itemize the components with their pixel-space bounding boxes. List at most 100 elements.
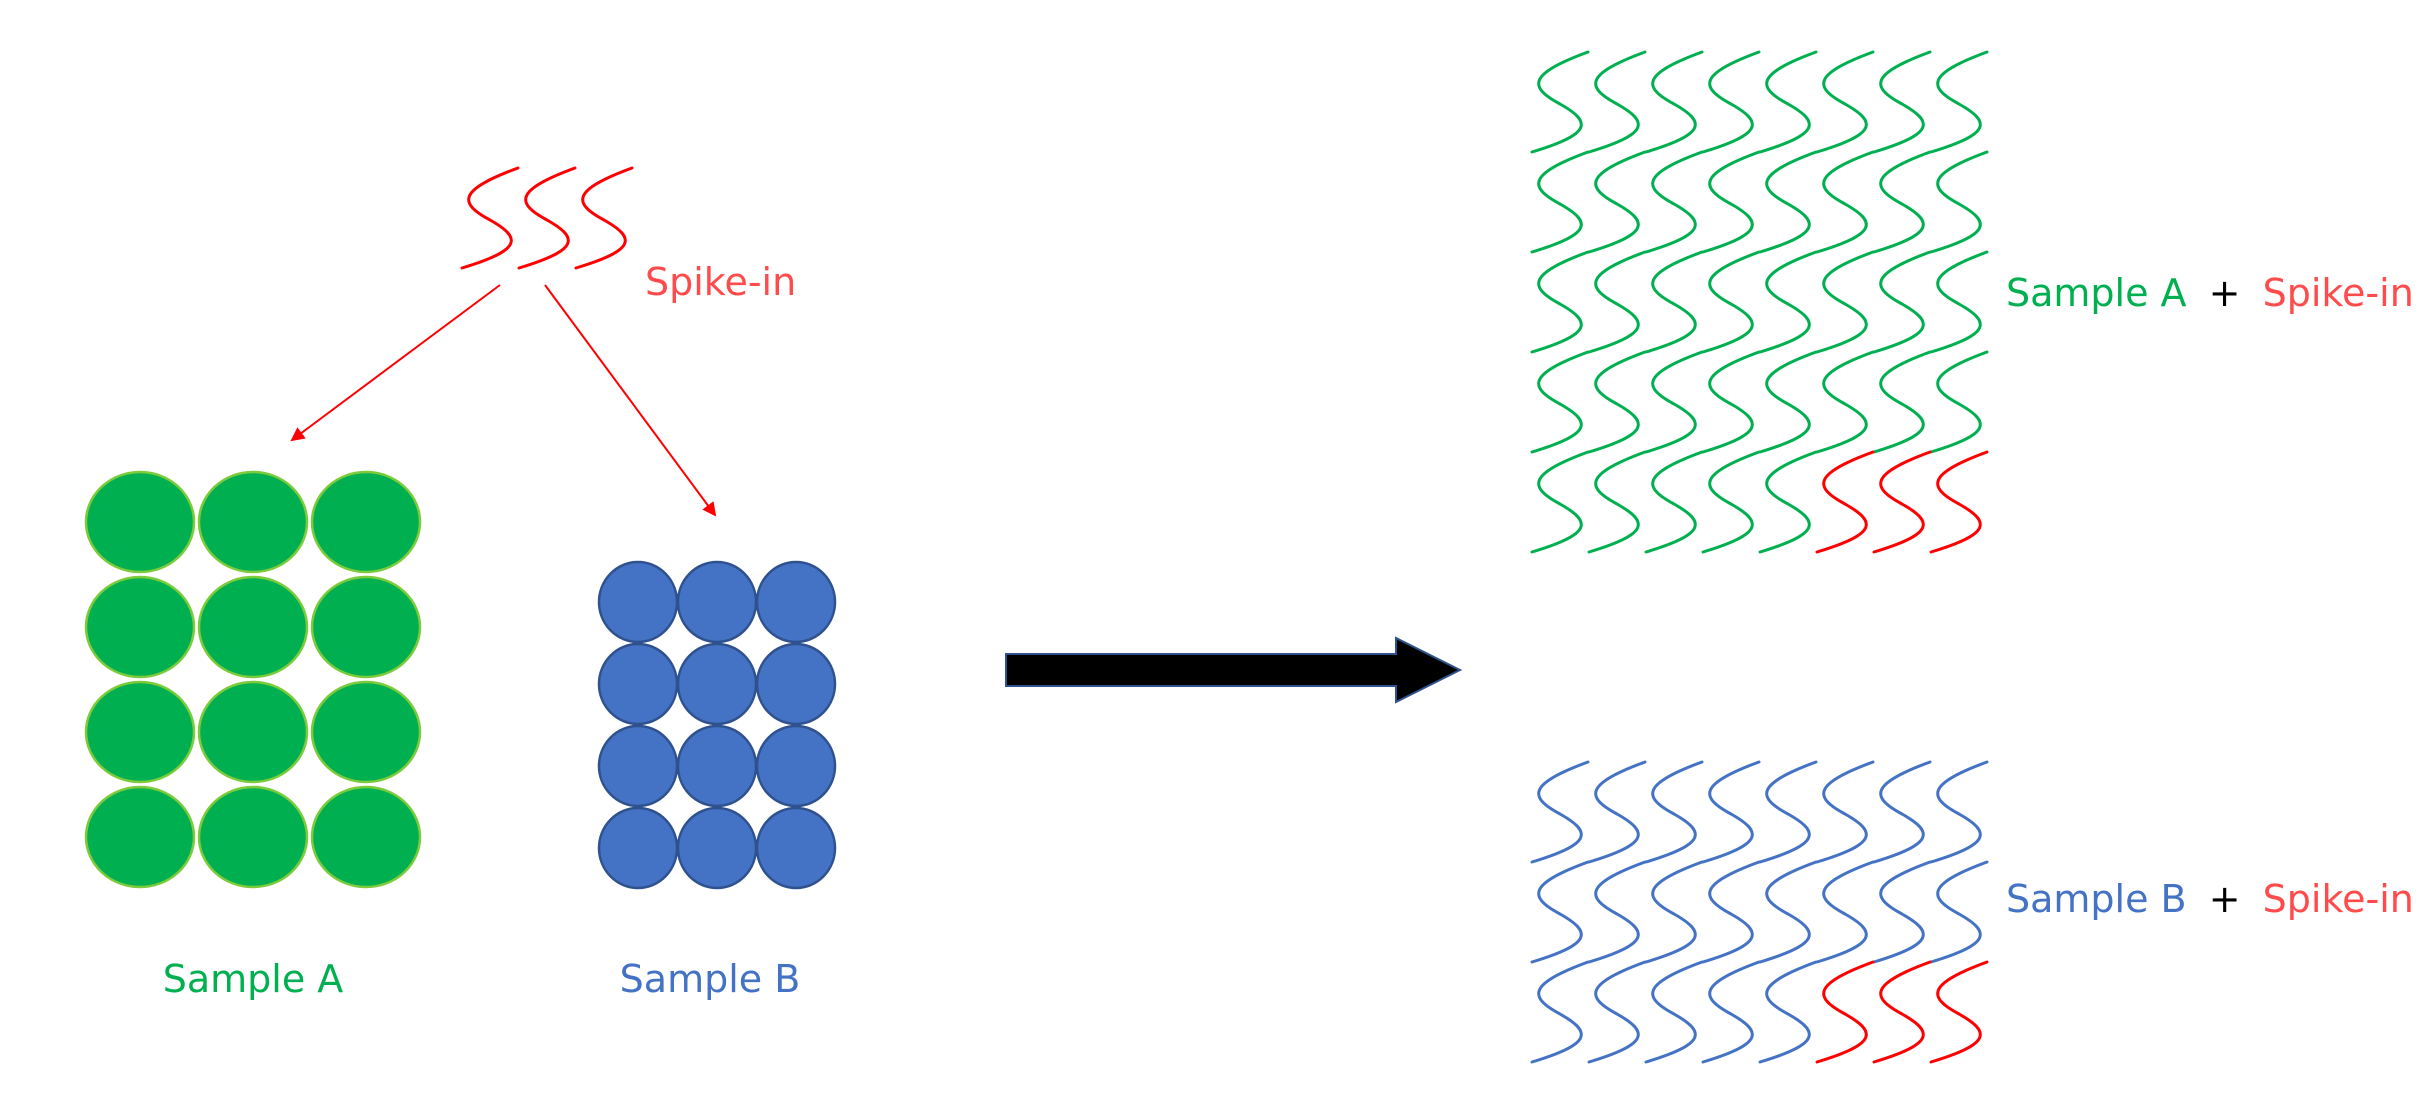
sample-wave-icon [1758, 50, 1818, 154]
sample-wave-icon [1701, 960, 1761, 1064]
sample-wave-icon [1587, 760, 1647, 864]
spike-in-wave-icon [517, 166, 577, 270]
sample-wave-icon [1815, 150, 1875, 254]
sample-wave-icon [1872, 50, 1932, 154]
sample-wave-icon [1701, 150, 1761, 254]
sample-wave-icon [1587, 960, 1647, 1064]
sample-a-cell-icon [310, 470, 422, 574]
sample-wave-icon [1758, 250, 1818, 354]
sample-wave-icon [1872, 760, 1932, 864]
sample-wave-icon [1758, 450, 1818, 554]
spike-in-arrow-to-sample-b [544, 284, 717, 517]
spike-in-arrow-to-sample-a [290, 284, 501, 442]
sample-a-cell-icon [197, 680, 309, 784]
sample-wave-icon [1872, 150, 1932, 254]
sample-wave-icon [1644, 150, 1704, 254]
spike-in-wave-icon [1815, 450, 1875, 554]
spike-in-wave-icon [1929, 450, 1989, 554]
sample-wave-icon [1929, 250, 1989, 354]
sample-wave-icon [1758, 760, 1818, 864]
sample-wave-icon [1758, 150, 1818, 254]
sample-a-cell-icon [310, 575, 422, 679]
sample-b-cell-icon [597, 806, 679, 890]
sample-wave-icon [1701, 450, 1761, 554]
sample-wave-icon [1815, 50, 1875, 154]
sample-wave-icon [1587, 450, 1647, 554]
sample-wave-icon [1929, 760, 1989, 864]
sample-wave-icon [1530, 250, 1590, 354]
sample-wave-icon [1530, 760, 1590, 864]
combined-b-plus: + [2209, 877, 2241, 921]
sample-b-cell-icon [755, 806, 837, 890]
spike-in-wave-icon [1872, 450, 1932, 554]
sample-wave-icon [1758, 960, 1818, 1064]
sample-a-cells [84, 470, 422, 889]
sample-wave-icon [1929, 350, 1989, 454]
sample-b-cell-icon [676, 724, 758, 808]
sample-wave-icon [1701, 50, 1761, 154]
combined-a-sample: Sample A [2006, 271, 2187, 315]
sample-b-plus-spike-in-label: Sample B + Spike-in [2006, 877, 2414, 921]
sample-wave-icon [1929, 50, 1989, 154]
spike-in-label: Spike-in [645, 260, 796, 304]
sample-a-plus-spike-in-waves [1530, 50, 1989, 554]
sample-wave-icon [1701, 760, 1761, 864]
sample-a-cell-icon [197, 470, 309, 574]
sample-wave-icon [1815, 860, 1875, 964]
combined-a-plus: + [2209, 271, 2241, 315]
sample-wave-icon [1587, 860, 1647, 964]
sample-wave-icon [1644, 860, 1704, 964]
sample-a-cell-icon [310, 680, 422, 784]
sample-wave-icon [1530, 860, 1590, 964]
sample-wave-icon [1872, 250, 1932, 354]
sample-wave-icon [1815, 760, 1875, 864]
sample-wave-icon [1587, 50, 1647, 154]
sample-wave-icon [1530, 50, 1590, 154]
sample-b-cell-icon [597, 560, 679, 644]
sample-wave-icon [1587, 250, 1647, 354]
sample-b-cells [597, 560, 837, 890]
spike-in-wave-icon [1815, 960, 1875, 1064]
sample-wave-icon [1758, 860, 1818, 964]
sample-wave-icon [1530, 450, 1590, 554]
sample-wave-icon [1530, 350, 1590, 454]
sample-b-cell-icon [676, 806, 758, 890]
spike-in-wave-icon [1929, 960, 1989, 1064]
sample-wave-icon [1929, 150, 1989, 254]
sample-a-cell-icon [84, 470, 196, 574]
sample-wave-icon [1815, 350, 1875, 454]
combined-b-spike: Spike-in [2263, 877, 2414, 921]
sample-wave-icon [1929, 860, 1989, 964]
sample-b-cell-icon [676, 560, 758, 644]
sample-a-cell-icon [310, 785, 422, 889]
sample-wave-icon [1644, 450, 1704, 554]
sample-a-cell-icon [84, 680, 196, 784]
sample-a-cell-icon [84, 575, 196, 679]
sample-wave-icon [1815, 250, 1875, 354]
sample-wave-icon [1530, 960, 1590, 1064]
sample-wave-icon [1587, 150, 1647, 254]
sample-a-cell-icon [197, 575, 309, 679]
sample-wave-icon [1701, 860, 1761, 964]
process-arrow-icon [1005, 636, 1463, 704]
sample-wave-icon [1644, 250, 1704, 354]
combined-b-sample: Sample B [2006, 877, 2187, 921]
sample-b-plus-spike-in-waves [1530, 760, 1989, 1064]
spike-in-wave-icon [460, 166, 520, 270]
sample-wave-icon [1644, 350, 1704, 454]
sample-b-label: Sample B [620, 957, 801, 1001]
combined-a-spike: Spike-in [2263, 271, 2414, 315]
sample-wave-icon [1758, 350, 1818, 454]
sample-wave-icon [1872, 860, 1932, 964]
sample-wave-icon [1530, 150, 1590, 254]
spike-in-wave-icon [574, 166, 634, 270]
sample-wave-icon [1644, 50, 1704, 154]
sample-a-cell-icon [197, 785, 309, 889]
spike-in-wave-icon [1872, 960, 1932, 1064]
sample-a-plus-spike-in-label: Sample A + Spike-in [2006, 271, 2414, 315]
sample-a-label: Sample A [163, 957, 344, 1001]
sample-wave-icon [1644, 960, 1704, 1064]
sample-b-cell-icon [755, 642, 837, 726]
sample-b-cell-icon [597, 724, 679, 808]
